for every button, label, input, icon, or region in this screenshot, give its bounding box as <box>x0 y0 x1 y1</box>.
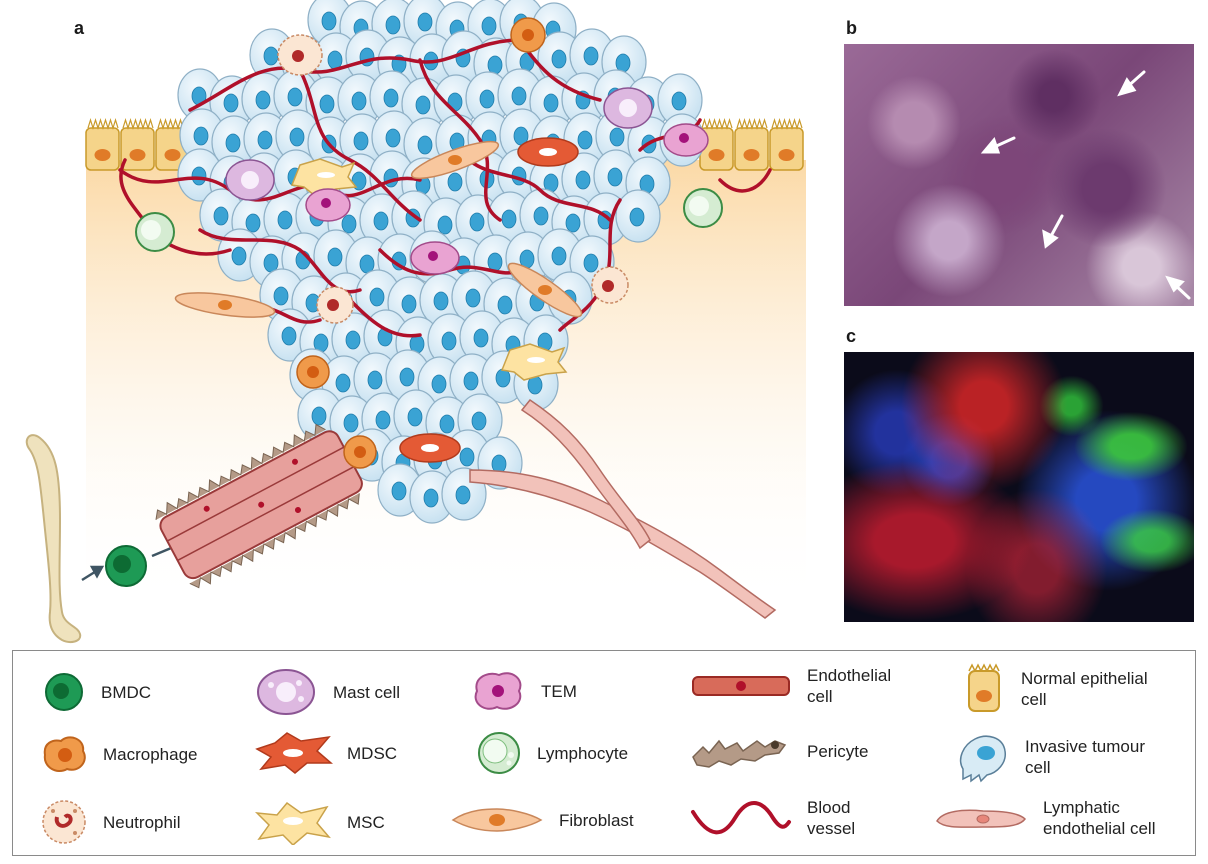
legend-item-blood-vessel: Blood vessel <box>689 797 939 839</box>
legend-item-fibroblast: Fibroblast <box>449 805 669 835</box>
legend-item-macrophage: Macrophage <box>39 731 249 777</box>
legend-item-mdsc: MDSC <box>253 731 453 775</box>
mdsc-icon <box>255 732 333 774</box>
tumour-cell <box>615 189 661 243</box>
legend-label: MSC <box>347 812 385 832</box>
epithelial-layer-right <box>699 117 804 171</box>
stromal-cells <box>135 17 723 469</box>
micrograph-he-stain <box>844 44 1194 306</box>
blood-vessel-icon <box>691 801 791 835</box>
lymphatic-endothelial-cell-icon <box>936 809 1026 828</box>
legend-item-bmdc: BMDC <box>41 669 241 715</box>
legend-item-normal-epithelial-cell: Normal epithelial cell <box>961 661 1191 717</box>
micrograph-arrows <box>980 70 1191 300</box>
pericyte-icon <box>692 739 787 768</box>
legend-box: BMDC Mast cell TEM Endothelial cell Norm… <box>12 650 1196 856</box>
legend-label: Invasive tumour cell <box>1025 737 1145 777</box>
legend-item-tem: TEM <box>469 667 669 715</box>
legend-item-pericyte: Pericyte <box>689 731 939 771</box>
lymphocyte-icon <box>478 732 520 774</box>
legend-label: Normal epithelial cell <box>1021 669 1148 709</box>
panel-label-a: a <box>74 18 85 38</box>
legend-label: MDSC <box>347 743 398 763</box>
invasive-tumour-cell-icon <box>959 735 1006 783</box>
msc-icon <box>254 801 331 845</box>
legend-item-endothelial-cell: Endothelial cell <box>689 665 939 707</box>
legend-item-lymphocyte: Lymphocyte <box>475 729 675 777</box>
legend-label: Blood vessel <box>807 798 856 838</box>
legend-item-msc: MSC <box>253 799 453 845</box>
legend-item-invasive-tumour-cell: Invasive tumour cell <box>953 729 1193 785</box>
legend-label: Lymphocyte <box>537 743 629 763</box>
legend-item-lymphatic-endothelial-cell: Lymphatic endothelial cell <box>933 797 1193 839</box>
epithelial-layer-left <box>85 117 190 171</box>
panel-label-c: c <box>846 326 857 346</box>
epithelial-cell <box>769 117 804 171</box>
legend-item-mast-cell: Mast cell <box>253 665 453 719</box>
tumour-microenvironment-diagram <box>25 0 806 643</box>
legend-label: Neutrophil <box>103 812 181 832</box>
legend-label: Mast cell <box>333 682 401 702</box>
legend-label: Lymphatic endothelial cell <box>1043 798 1156 838</box>
legend-label: TEM <box>541 681 577 701</box>
normal-epithelial-cell-icon <box>968 663 1000 712</box>
endothelial-cell-icon <box>692 676 790 696</box>
bone-illustration <box>25 434 82 643</box>
bmdc-icon <box>45 673 83 711</box>
epithelial-cell <box>120 117 155 171</box>
fibroblast-icon <box>451 808 543 832</box>
bmdc-migrating <box>105 545 147 587</box>
micrograph-fluorescence <box>844 352 1194 622</box>
legend-label: Macrophage <box>103 744 198 764</box>
epithelial-cell <box>734 117 769 171</box>
legend-label: Pericyte <box>807 741 869 761</box>
neutrophil-icon <box>42 800 86 844</box>
tem-icon <box>474 672 522 710</box>
blood-vessel-tube <box>155 423 363 589</box>
legend-item-neutrophil: Neutrophil <box>39 797 249 847</box>
macrophage-icon <box>43 736 86 773</box>
legend-label: BMDC <box>101 682 152 702</box>
lymphatic-vessels <box>469 398 777 619</box>
panel-label-b: b <box>846 18 857 38</box>
mast-cell-icon <box>257 669 315 715</box>
epithelial-cell <box>85 117 120 171</box>
legend-label: Endothelial cell <box>807 666 892 706</box>
legend-label: Fibroblast <box>559 810 634 830</box>
